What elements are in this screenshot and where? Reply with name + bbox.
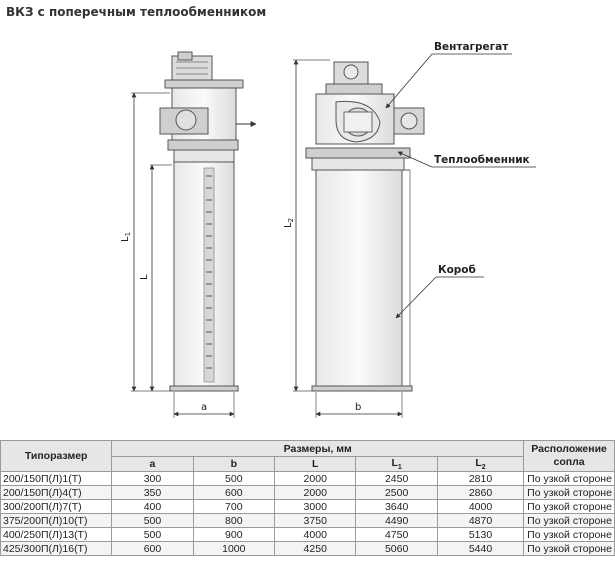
- callout-heat-exchanger: Теплообменник: [434, 154, 530, 166]
- sub-l: L: [274, 455, 357, 473]
- b-label: b: [355, 402, 361, 413]
- svg-text:L1: L1: [120, 232, 132, 242]
- col-header-pos: Расположение сопла: [523, 439, 615, 473]
- col-header-dims: Размеры, мм: [111, 440, 525, 457]
- l1-sub: 1: [124, 232, 132, 236]
- front-view: L1 L a: [120, 51, 257, 418]
- fan-base: [164, 79, 244, 89]
- nozzle-slots: [206, 175, 212, 369]
- nozzle-strip: [203, 167, 215, 383]
- heat-exchanger-flange: [167, 139, 239, 151]
- table-subheader-row: a b L L1 L2: [1, 455, 615, 473]
- l2-sub: 2: [287, 218, 295, 222]
- sub-b: b: [192, 455, 276, 473]
- l-label: L: [139, 274, 150, 280]
- page-title: ВКЗ с поперечным теплообменником: [6, 5, 267, 19]
- heat-exchanger: [305, 147, 411, 159]
- callout-box: Короб: [438, 264, 476, 276]
- l1-label: L: [120, 236, 131, 242]
- sub-a: a: [111, 455, 194, 473]
- box-body-wide: [315, 169, 403, 389]
- col-header-type: Типоразмер: [0, 439, 113, 473]
- table-row: 400/250П(Л)13(Т) 500 900 4000 4750 5130 …: [0, 527, 615, 543]
- technical-drawing: L1 L a L2: [120, 41, 536, 418]
- table-row: 375/200П(Л)10(Т) 500 800 3750 4490 4870 …: [0, 513, 615, 529]
- a-label: a: [201, 402, 207, 413]
- side-view: L2 b Вентагрегат Теплообменник Короб: [283, 41, 536, 418]
- table-row: 300/200П(Л)7(Т) 400 700 3000 3640 4000 П…: [0, 499, 615, 515]
- spec-table: Типоразмер Размеры, мм Расположение сопл…: [0, 439, 615, 557]
- table-header-row: Типоразмер Размеры, мм Расположение сопл…: [0, 439, 615, 473]
- callout-fan: Вентагрегат: [434, 41, 509, 53]
- motor-cap: [177, 51, 193, 61]
- table-row: 425/300П(Л)16(Т) 600 1000 4250 5060 5440…: [0, 541, 615, 557]
- table-row: 200/150П(Л)4(Т) 350 600 2000 2500 2860 П…: [0, 485, 615, 501]
- table-row: 200/150П(Л)1(Т) 300 500 2000 2450 2810 П…: [0, 471, 615, 487]
- sub-l2: L2: [436, 455, 525, 473]
- sub-l1: L1: [355, 455, 438, 473]
- svg-text:L2: L2: [283, 218, 295, 228]
- l2-label: L: [283, 222, 294, 228]
